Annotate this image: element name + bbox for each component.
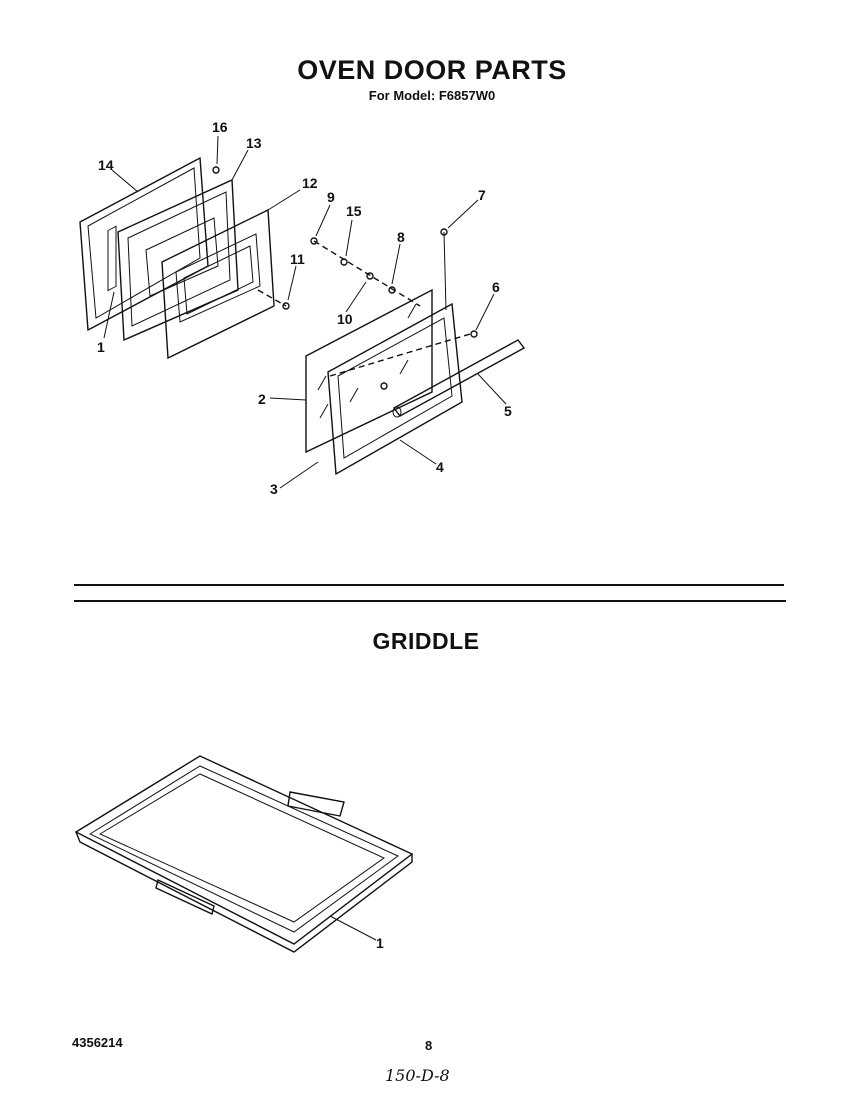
griddle-title: GRIDDLE (372, 628, 480, 654)
door-liner-panel (117, 178, 239, 342)
callout-6: 6 (492, 279, 500, 295)
callout-12: 12 (302, 175, 318, 191)
callout-7: 7 (478, 187, 486, 203)
callout-8: 8 (397, 229, 405, 245)
model-subtitle: For Model: F6857W0 (368, 88, 496, 103)
griddle-tray (74, 755, 414, 953)
callout-9: 9 (327, 189, 335, 205)
callout-4: 4 (436, 459, 444, 475)
door-handle (392, 339, 526, 418)
callout-13: 13 (246, 135, 262, 151)
oven-door-exploded-diagram: 16 13 14 12 9 15 7 8 11 1 10 6 2 5 4 3 (79, 119, 526, 497)
inner-door-panel (79, 156, 209, 332)
callout-1: 1 (97, 339, 105, 355)
callout-3: 3 (270, 481, 278, 497)
callout-15: 15 (346, 203, 362, 219)
page-number: 8 (425, 1038, 433, 1053)
door-glass-panel (305, 288, 433, 454)
separator-rule-bottom (74, 600, 786, 602)
handwritten-note: 150-D-8 (385, 1066, 450, 1085)
leader-lines (103, 135, 507, 489)
callout-11: 11 (290, 251, 305, 267)
diagram-title: OVEN DOOR PARTS (297, 55, 567, 85)
window-frame-panel (161, 208, 275, 360)
griddle-leader-line (329, 915, 377, 941)
assembly-lines (257, 231, 471, 377)
separator-rule-top (74, 584, 784, 586)
griddle-callout-1: 1 (376, 935, 384, 951)
part-number: 4356214 (72, 1035, 123, 1050)
door-outer-frame (327, 302, 463, 476)
callout-2: 2 (258, 391, 266, 407)
screw-parts (212, 166, 478, 390)
callout-14: 14 (98, 157, 114, 173)
callout-10: 10 (337, 311, 353, 327)
callout-16: 16 (212, 119, 228, 135)
callout-labels: 16 13 14 12 9 15 7 8 11 1 10 6 2 5 4 3 (97, 119, 512, 497)
callout-5: 5 (504, 403, 512, 419)
